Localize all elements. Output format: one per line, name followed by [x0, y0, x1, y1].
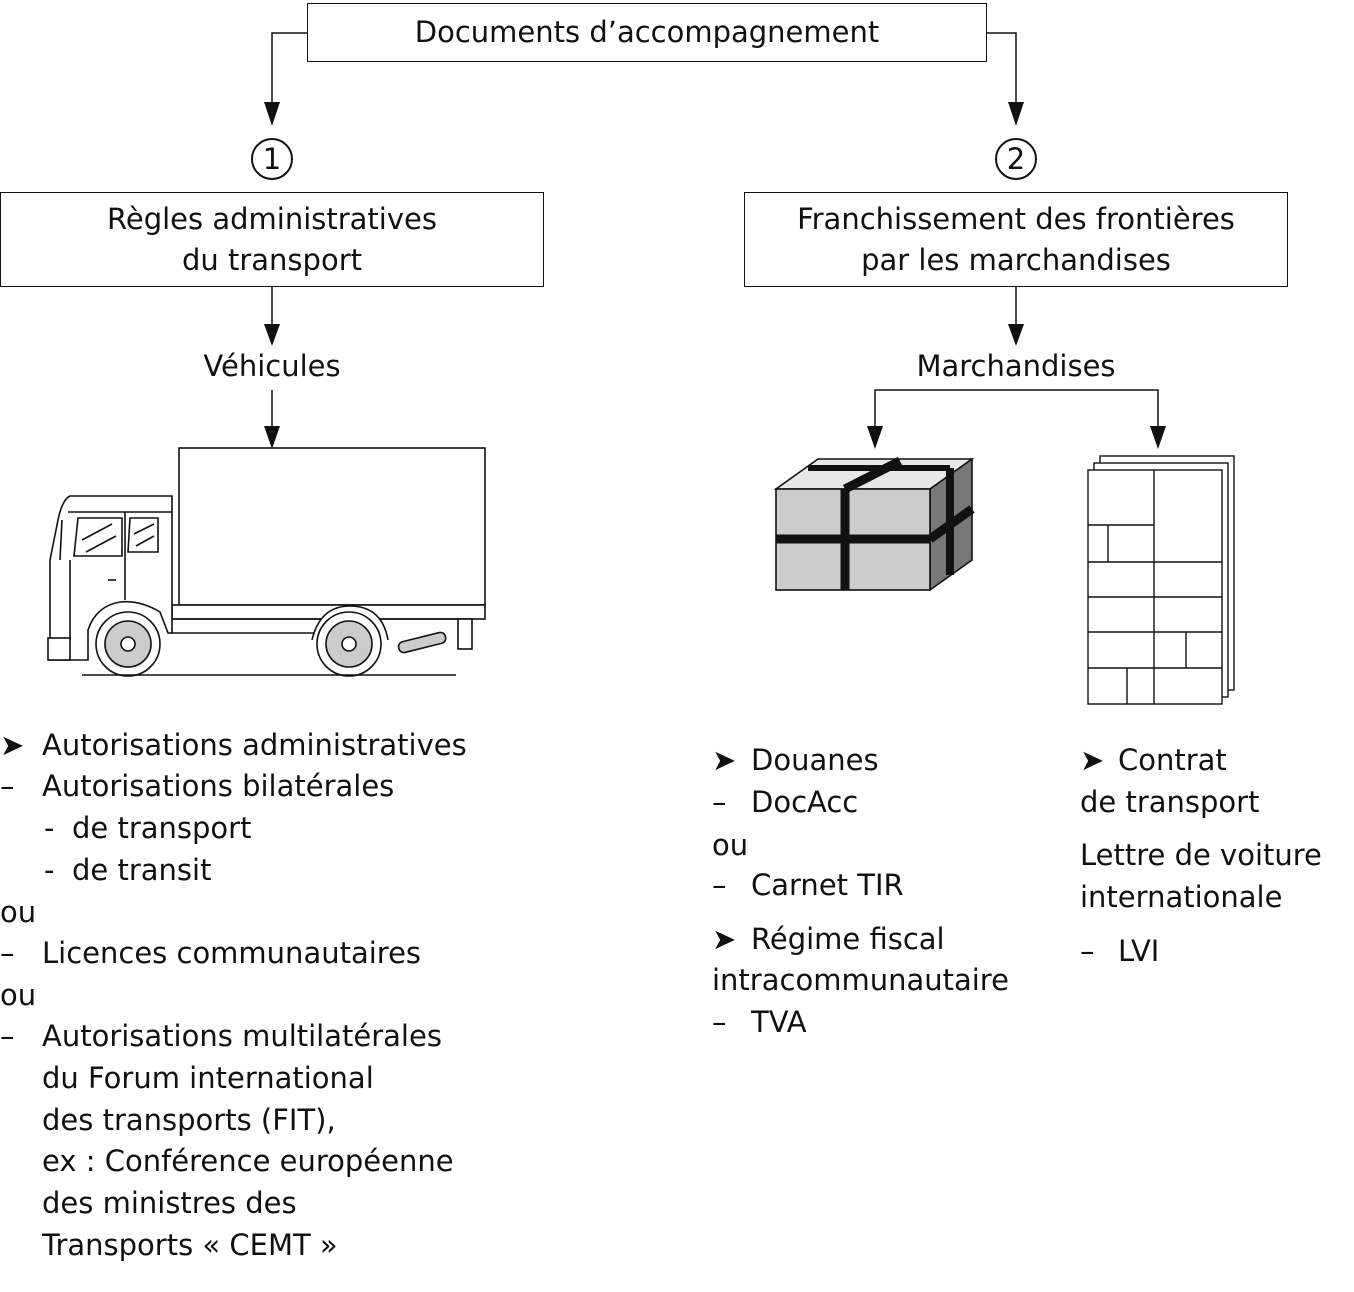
- list-item: de transport: [1080, 785, 1260, 819]
- branch-box-transport-rules: Règles administratives du transport: [0, 192, 544, 287]
- list-item: du Forum international: [42, 1061, 374, 1095]
- package-icon: [773, 456, 975, 592]
- arrowheads: [264, 102, 1166, 449]
- connector-lines: [271, 32, 1159, 430]
- list-item: ➤ Régime fiscal: [712, 925, 945, 954]
- list-item-text: Autorisations multilatérales: [42, 1019, 442, 1053]
- hyphen-marker: -: [44, 853, 55, 887]
- dash-marker: –: [712, 1005, 727, 1039]
- dash-marker: –: [0, 936, 15, 970]
- dash-marker: –: [0, 1019, 15, 1053]
- list-item: -de transit: [44, 856, 211, 885]
- list-item: Transports « CEMT »: [42, 1228, 338, 1262]
- list-item-text: Licences communautaires: [42, 936, 422, 970]
- list-item: ➤ Autorisations administratives: [0, 731, 467, 760]
- list-item: –DocAcc: [712, 788, 858, 817]
- list-item: ➤ Douanes: [712, 746, 879, 775]
- list-item-text: Régime fiscal: [751, 922, 945, 956]
- branch-2-line1: Franchissement des frontières: [797, 201, 1235, 236]
- list-item-text: Carnet TIR: [751, 868, 904, 902]
- list-item: –LVI: [1080, 937, 1159, 966]
- list-item-text: de transit: [72, 853, 212, 887]
- hyphen-marker: -: [44, 811, 55, 845]
- list-item: intracommunautaire: [712, 963, 1009, 997]
- list-item-text: TVA: [751, 1005, 807, 1039]
- list-item: internationale: [1080, 880, 1283, 914]
- list-item: –Licences communautaires: [0, 939, 421, 968]
- list-item: ou: [0, 895, 37, 929]
- list-item: -de transport: [44, 814, 251, 843]
- list-item: ex : Conférence européenne: [42, 1144, 454, 1178]
- dash-marker: –: [1080, 934, 1095, 968]
- list-item: des ministres des: [42, 1186, 297, 1220]
- list-item-text: Contrat: [1118, 743, 1227, 777]
- arrow-bullet-icon: ➤: [712, 743, 737, 777]
- goods-label: Marchandises: [916, 349, 1116, 383]
- list-item: –Carnet TIR: [712, 871, 904, 900]
- list-item: –Autorisations multilatérales: [0, 1022, 442, 1051]
- branch-1-line1: Règles administratives: [107, 201, 437, 236]
- arrow-bullet-icon: ➤: [1080, 743, 1105, 777]
- vehicles-label: Véhicules: [203, 349, 341, 383]
- dash-marker: –: [712, 868, 727, 902]
- truck-icon: [47, 447, 486, 677]
- list-item-text: Autorisations administratives: [42, 728, 467, 762]
- list-item: –Autorisations bilatérales: [0, 772, 394, 801]
- arrow-bullet-icon: ➤: [0, 728, 25, 762]
- list-item-text: LVI: [1118, 934, 1160, 968]
- list-item: Lettre de voiture: [1080, 838, 1322, 872]
- list-item: ou: [0, 978, 37, 1012]
- list-item: –TVA: [712, 1008, 807, 1037]
- dash-marker: –: [0, 769, 15, 803]
- branch-1-line2: du transport: [181, 242, 362, 277]
- root-label: Documents d’accompagnement: [414, 15, 880, 49]
- list-item-text: de transport: [72, 811, 252, 845]
- branch-box-border-crossing: Franchissement des frontières par les ma…: [744, 192, 1288, 287]
- branch-number-1: 1: [251, 138, 293, 180]
- branch-number-2: 2: [995, 138, 1037, 180]
- arrow-bullet-icon: ➤: [712, 922, 737, 956]
- list-item: des transports (FIT),: [42, 1103, 336, 1137]
- list-item-text: Autorisations bilatérales: [42, 769, 395, 803]
- dash-marker: –: [712, 785, 727, 819]
- list-item: ou: [712, 828, 749, 862]
- root-box: Documents d’accompagnement: [307, 3, 987, 62]
- branch-2-line2: par les marchandises: [861, 242, 1171, 277]
- list-item-text: DocAcc: [751, 785, 859, 819]
- list-item: ➤ Contrat: [1080, 746, 1227, 775]
- document-stack-icon: [1087, 455, 1235, 705]
- list-item-text: Douanes: [751, 743, 879, 777]
